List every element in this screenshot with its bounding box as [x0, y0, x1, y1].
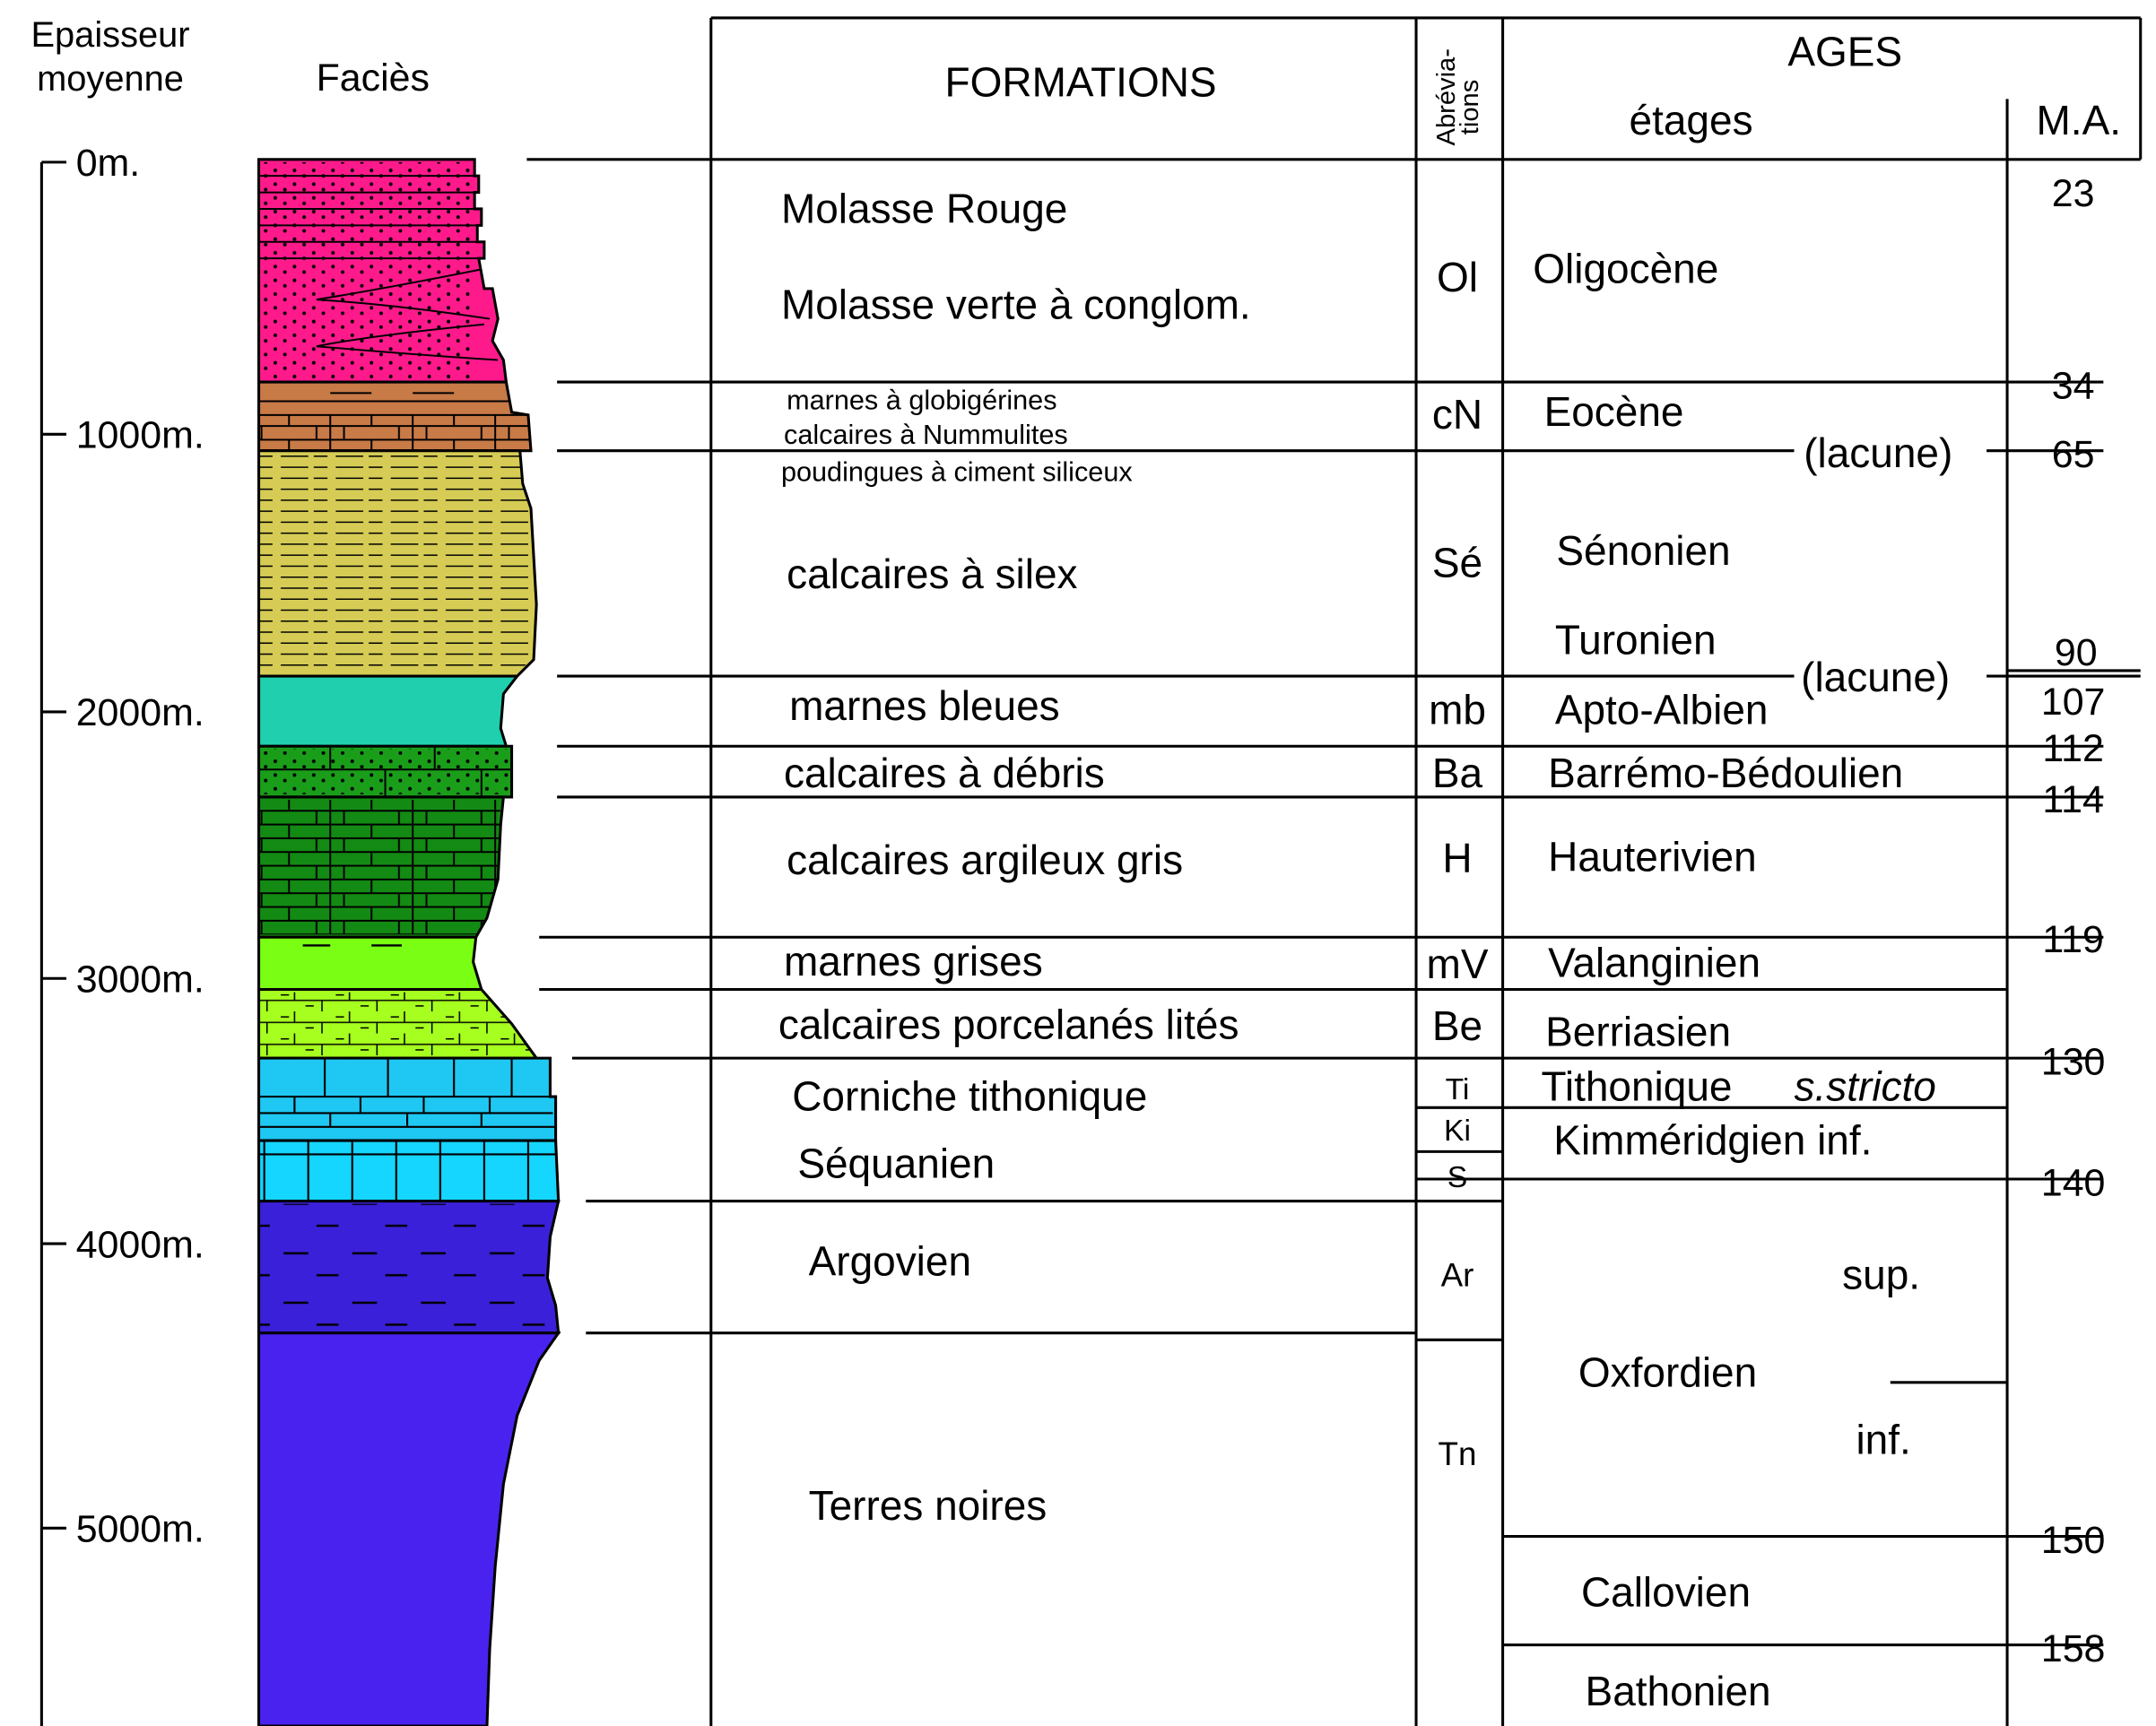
formation-calcaires-argileux: calcaires argileux gris: [787, 837, 1183, 883]
formation-marnes-globigerines: marnes à globigérines: [787, 386, 1056, 416]
depth-label-2000: 2000m.: [76, 691, 204, 734]
formation-molasse-rouge: Molasse Rouge: [781, 185, 1067, 231]
depth-label-4000: 4000m.: [76, 1223, 204, 1266]
abbrev-ba: Ba: [1432, 750, 1483, 796]
thickness-header-line1: Epaisseur: [30, 15, 189, 55]
stage-eocene: Eocène: [1544, 388, 1684, 435]
stage-lacune-1: (lacune): [1804, 429, 1952, 476]
formation-poudingues: poudingues à ciment siliceux: [781, 456, 1133, 487]
stage-kimmeridgien: Kimméridgien inf.: [1553, 1116, 1872, 1163]
stages-header: étages: [1630, 97, 1753, 143]
depth-label-3000: 3000m.: [76, 958, 204, 1002]
facies-blue-marl: [257, 674, 520, 748]
depth-label-5000: 5000m.: [76, 1508, 204, 1551]
stage-valanginien: Valanginien: [1548, 940, 1760, 986]
facies-black-earths: [257, 1331, 561, 1726]
depth-scale: 0m. 1000m. 2000m. 3000m. 4000m. 5000m.: [39, 142, 204, 1726]
stage-oxfordien-sup: sup.: [1842, 1252, 1920, 1298]
abbrev-be: Be: [1432, 1002, 1482, 1049]
stage-berriasien: Berriasien: [1545, 1008, 1731, 1054]
formation-calcaires-debris: calcaires à débris: [784, 750, 1105, 796]
ma-140: 140: [2041, 1161, 2106, 1204]
ma-labels: 23 34 65 90 107 112 114 119 130 140 150 …: [2041, 172, 2106, 1670]
abbreviations-header: Abrévia- tions: [1432, 41, 1484, 146]
abbrev-tn: Tn: [1439, 1435, 1477, 1472]
formation-marnes-bleues: marnes bleues: [789, 682, 1060, 729]
ma-107: 107: [2041, 681, 2106, 724]
ma-158: 158: [2041, 1627, 2106, 1670]
abbrev-h: H: [1442, 835, 1472, 881]
abbrev-ki: Ki: [1444, 1114, 1471, 1148]
header: Epaisseur moyenne Faciès FORMATIONS Abré…: [30, 15, 2121, 145]
ma-114: 114: [2042, 778, 2103, 821]
stage-apto-albien: Apto-Albien: [1555, 687, 1769, 733]
formation-marnes-grises: marnes grises: [784, 938, 1043, 984]
abbrev-mb: mb: [1429, 687, 1486, 733]
formation-calcaires-nummulites: calcaires à Nummulites: [784, 420, 1068, 450]
stage-oxfordien-inf: inf.: [1856, 1417, 1910, 1463]
formation-calcaires-porcelanes: calcaires porcelanés lités: [778, 1002, 1239, 1048]
abbrev-s: S: [1447, 1160, 1467, 1194]
abbreviations-header-line2: tions: [1456, 80, 1484, 135]
formation-sequanien: Séquanien: [797, 1140, 995, 1186]
stage-senonien: Sénonien: [1556, 527, 1730, 574]
ma-65: 65: [2052, 433, 2095, 476]
formation-labels: Molasse Rouge Molasse verte à conglom. m…: [778, 185, 1251, 1529]
ma-112: 112: [2042, 727, 2103, 770]
stage-tithonique-note: s.stricto: [1795, 1063, 1936, 1110]
facies-column: [257, 158, 561, 1726]
depth-label-0: 0m.: [76, 142, 141, 185]
stage-turonien: Turonien: [1555, 617, 1717, 664]
table-frame: [526, 16, 2143, 1726]
ma-130: 130: [2041, 1041, 2106, 1084]
abbreviations-header-line1: Abrévia-: [1432, 48, 1461, 145]
ages-header: AGES: [1787, 29, 1902, 75]
ma-90: 90: [2055, 631, 2098, 674]
stage-labels: Oligocène Eocène (lacune) Sénonien Turon…: [1533, 246, 1952, 1714]
stage-tithonique: Tithonique: [1542, 1063, 1733, 1110]
stage-barremo-bedoulien: Barrémo-Bédoulien: [1548, 750, 1903, 796]
abbrev-ol: Ol: [1437, 254, 1478, 300]
formation-argovien: Argovien: [809, 1237, 971, 1284]
formations-header: FORMATIONS: [945, 58, 1217, 105]
stage-callovien: Callovien: [1581, 1569, 1751, 1616]
abbrev-se: Sé: [1432, 540, 1482, 586]
stage-hauterivien: Hauterivien: [1548, 834, 1757, 880]
formation-corniche-tithonique: Corniche tithonique: [792, 1072, 1147, 1119]
formation-calcaires-silex: calcaires à silex: [787, 551, 1077, 597]
ma-34: 34: [2052, 364, 2095, 407]
facies-header: Faciès: [317, 56, 430, 100]
boundary-lines: [539, 380, 2141, 1647]
ma-119: 119: [2042, 918, 2103, 961]
formation-terres-noires: Terres noires: [809, 1482, 1048, 1529]
stage-oligocene: Oligocène: [1533, 246, 1718, 292]
abbrev-cn: cN: [1432, 391, 1482, 438]
ma-header: M.A.: [2037, 97, 2122, 143]
abbrev-ar: Ar: [1441, 1257, 1474, 1294]
abbrev-mv: mV: [1427, 941, 1489, 987]
abbrev-ti: Ti: [1446, 1072, 1470, 1106]
ma-23: 23: [2052, 172, 2095, 215]
stage-bathonien: Bathonien: [1586, 1668, 1771, 1714]
facies-grey-marl: [257, 935, 483, 992]
stage-lacune-2: (lacune): [1801, 654, 1950, 700]
formation-molasse-verte: Molasse verte à conglom.: [781, 282, 1251, 328]
thickness-header-line2: moyenne: [37, 59, 184, 99]
depth-label-1000: 1000m.: [76, 414, 204, 457]
stage-oxfordien: Oxfordien: [1578, 1349, 1757, 1395]
ma-150: 150: [2041, 1519, 2106, 1562]
abbreviation-labels: Ol cN Sé mb Ba H mV Be Ti Ki S Ar Tn: [1427, 254, 1489, 1472]
